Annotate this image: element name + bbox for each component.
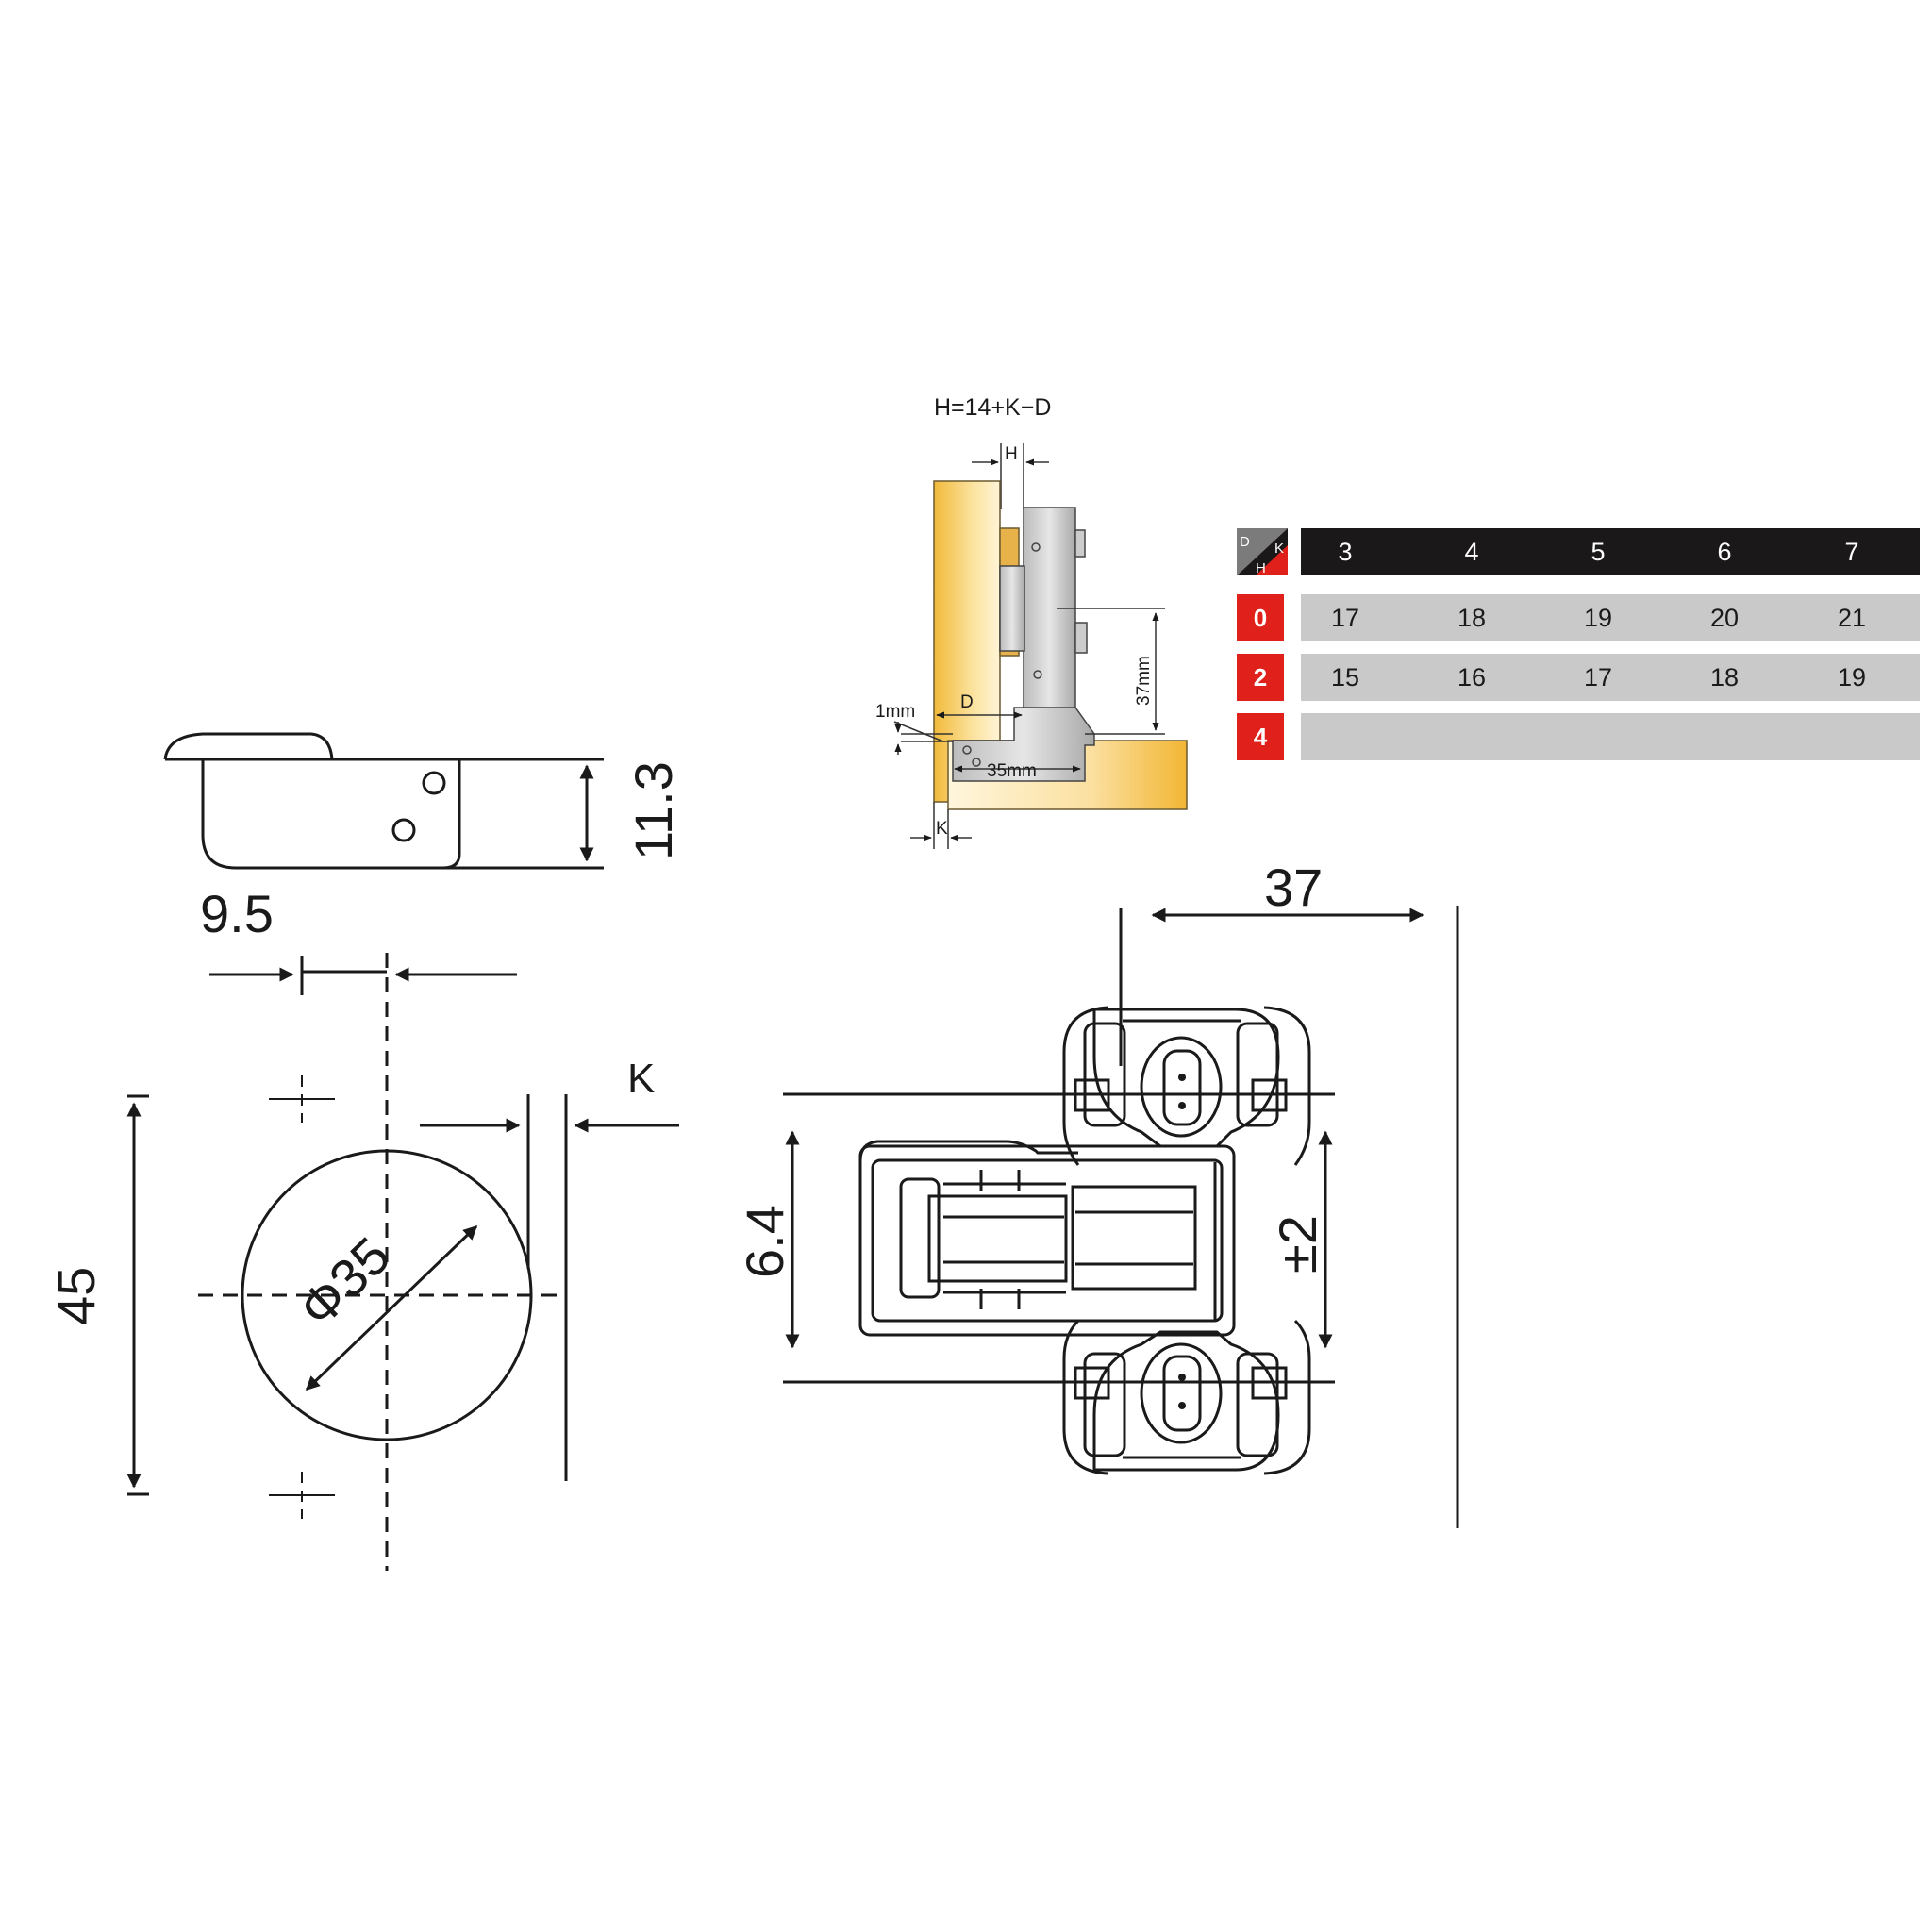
- hinge-arm: [1023, 507, 1076, 725]
- cup-bore-circle: [241, 1149, 533, 1441]
- hinge-cup: [952, 707, 1095, 782]
- cup-side-view: 11.3: [163, 732, 683, 870]
- cup-height-label: 11.3: [624, 761, 683, 860]
- table-cell: 21: [1837, 603, 1867, 632]
- table-cell: 16: [1457, 662, 1487, 691]
- row-h-badge: 4: [1237, 713, 1284, 760]
- slot-top: [1074, 1019, 1288, 1138]
- col-header: 4: [1464, 537, 1479, 566]
- table-cell: 15: [1330, 662, 1360, 691]
- corner-k-label: K: [1274, 541, 1284, 557]
- plate-height-label: 45: [46, 1267, 106, 1325]
- corner-h-label: H: [1256, 560, 1266, 575]
- corner-diagonal-icon: D K H: [1237, 528, 1288, 576]
- mounting-plate: 37 6.4 ±2: [735, 858, 1459, 1528]
- col-header: 3: [1338, 537, 1353, 566]
- cup-top-view: 9.5 Φ35 45 K: [46, 884, 679, 1571]
- plate-spacing-label: 6.4: [735, 1205, 794, 1278]
- table-cell: [1434, 713, 1509, 760]
- d-label: D: [960, 692, 974, 712]
- 37mm-label: 37mm: [1134, 656, 1154, 706]
- row-h-badge: 2: [1237, 654, 1284, 701]
- formula-label: H=14+K−D: [934, 394, 1051, 421]
- cup-offset-label: 9.5: [200, 884, 274, 943]
- 35mm-label: 35mm: [987, 761, 1037, 781]
- slot-bottom: [1074, 1342, 1288, 1459]
- table-cell: 19: [1583, 603, 1613, 632]
- cup-diameter-label: Φ35: [288, 1225, 402, 1339]
- col-header: 5: [1591, 537, 1606, 566]
- cup-k-label: K: [627, 1056, 655, 1102]
- plate-width-label: 37: [1264, 858, 1323, 917]
- table-row: 2 15 16 17 18 19: [1237, 654, 1920, 701]
- 1mm-label: 1mm: [875, 702, 915, 722]
- table-cell: 17: [1583, 662, 1613, 691]
- table-cell: [1814, 713, 1890, 760]
- table-cell: 20: [1709, 603, 1740, 632]
- table-header-row: D K H 3 4 5 6 7: [1237, 528, 1920, 576]
- plate-adjust-label: ±2: [1268, 1215, 1327, 1274]
- table-cell: [1560, 713, 1636, 760]
- table-cell: [1307, 713, 1383, 760]
- h-label: H: [1005, 444, 1018, 464]
- table-cell: 18: [1457, 603, 1487, 632]
- k-label-small: K: [936, 819, 948, 839]
- table-corner: D K H: [1237, 528, 1288, 576]
- table-row: 4: [1237, 713, 1920, 760]
- table-row: 0 17 18 19 20 21: [1237, 594, 1920, 641]
- table-cell: 19: [1837, 662, 1867, 691]
- table-cell: 17: [1330, 603, 1360, 632]
- col-header: 7: [1844, 537, 1859, 566]
- hinge-cross-section: H=14+K−D H 37mm D 1mm: [875, 394, 1188, 849]
- row-h-badge: 0: [1237, 594, 1284, 641]
- table-cell: 18: [1709, 662, 1740, 691]
- table-cell: [1687, 713, 1762, 760]
- table-header-bar: 3 4 5 6 7: [1301, 528, 1920, 575]
- col-header: 6: [1717, 537, 1732, 566]
- corner-d-label: D: [1240, 534, 1250, 550]
